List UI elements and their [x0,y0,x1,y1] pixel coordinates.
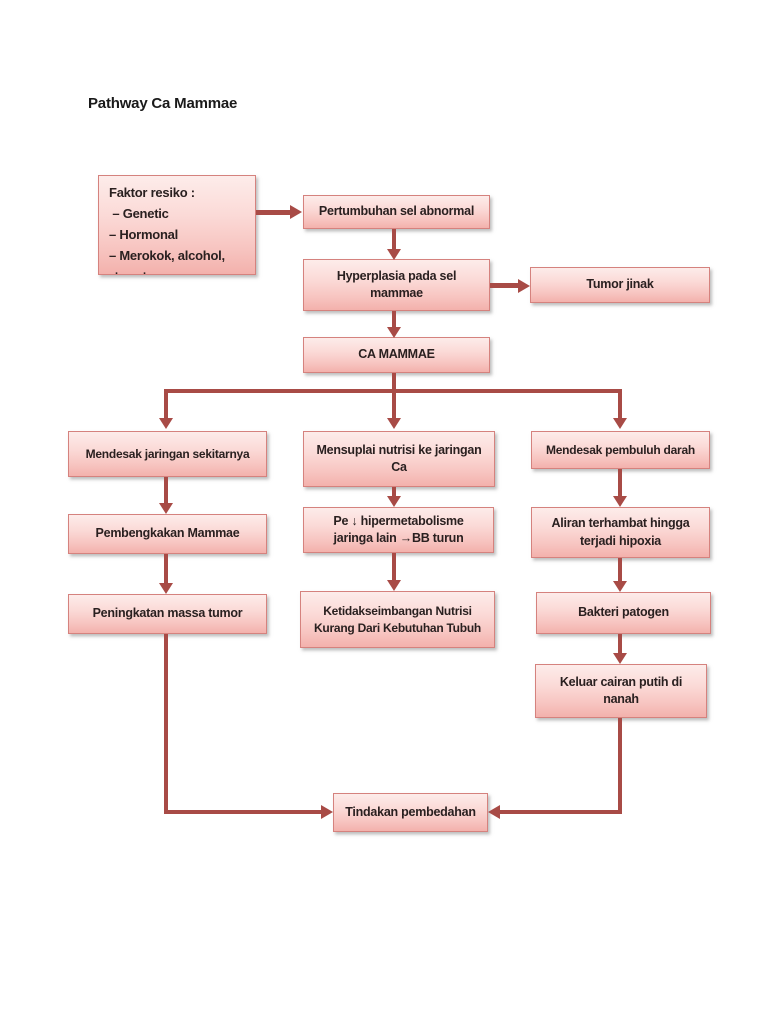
node-pembengkakan-mammae: Pembengkakan Mammae [68,514,267,554]
connector-mensuplai-to-pe-hiper [392,487,396,497]
node-bakteri-patogen: Bakteri patogen [536,592,711,634]
node-aliran-terhambat-hipoxia: Aliran terhambat hingga terjadi hipoxia [531,507,710,558]
arrowhead-down-icon [159,583,173,594]
connector-aliran-to-bakteri [618,558,622,582]
arrowhead-down-icon [387,327,401,338]
connector-hyperplasia-to-ca-mammae [392,311,396,328]
node-pertumbuhan-sel-abnormal: Pertumbuhan sel abnormal [303,195,490,229]
arrowhead-down-icon [613,653,627,664]
connector-bakteri-to-keluar [618,634,622,654]
arrowhead-right-icon [518,279,530,293]
node-mensuplai-nutrisi-ke-jaringan-ca: Mensuplai nutrisi ke jaringan Ca [303,431,495,487]
node-keluar-cairan-putih-di-nanah: Keluar cairan putih di nanah [535,664,707,718]
connector-pe-hiper-to-ketidakseimbangan [392,553,396,581]
arrowhead-down-icon [613,581,627,592]
connector-left-to-tindakan [164,810,322,814]
connector-pembengkakan-to-peningkatan [164,554,168,584]
arrowhead-down-icon [613,496,627,507]
arrowhead-down-icon [387,249,401,260]
arrowhead-down-icon [387,580,401,591]
arrowhead-left-icon [488,805,500,819]
arrowhead-down-icon [387,418,401,429]
node-mendesak-pembuluh-darah: Mendesak pembuluh darah [531,431,710,469]
arrowhead-down-icon [159,503,173,514]
node-peningkatan-massa-tumor: Peningkatan massa tumor [68,594,267,634]
flowchart-title: Pathway Ca Mammae [88,95,238,112]
node-ketidakseimbangan-nutrisi: Ketidakseimbangan Nutrisi Kurang Dari Ke… [300,591,495,648]
arrowhead-down-icon [613,418,627,429]
connector-ca-mammae-to-branch [392,373,396,391]
branch-drop-right [618,389,622,420]
node-tindakan-pembedahan: Tindakan pembedahan [333,793,488,832]
connector-peningkatan-down-long [164,634,168,814]
node-faktor-resiko: Faktor resiko : – Genetic – Hormonal – M… [98,175,256,277]
node-hyperplasia-pada-sel-mammae: Hyperplasia pada sel mammae [303,259,490,311]
node-mendesak-jaringan-sekitarnya: Mendesak jaringan sekitarnya [68,431,267,477]
node-pe-hipermetabolisme-bb-turun: Pe ↓ hipermetabolisme jaringa lain →BB t… [303,507,494,553]
arrowhead-down-icon [159,418,173,429]
node-faktor-resiko-text: Faktor resiko : – Genetic – Hormonal – M… [109,185,225,264]
arrowhead-right-icon [290,205,302,219]
connector-hyperplasia-to-tumor-jinak [490,283,519,288]
branch-drop-middle [392,389,396,420]
connector-right-to-tindakan [499,810,622,814]
arrowhead-right-icon [321,805,333,819]
connector-mendesak-pembuluh-to-aliran [618,469,622,497]
connector-faktor-to-pertumbuhan [256,210,292,215]
node-ca-mammae: CA MAMMAE [303,337,490,373]
arrowhead-down-icon [387,496,401,507]
connector-mendesak-to-pembengkakan [164,477,168,504]
node-tumor-jinak: Tumor jinak [530,267,710,303]
connector-pertumbuhan-to-hyperplasia [392,229,396,251]
connector-keluar-down-long [618,718,622,814]
node-faktor-resiko-clipped-line: . . [115,265,146,277]
branch-drop-left [164,389,168,420]
